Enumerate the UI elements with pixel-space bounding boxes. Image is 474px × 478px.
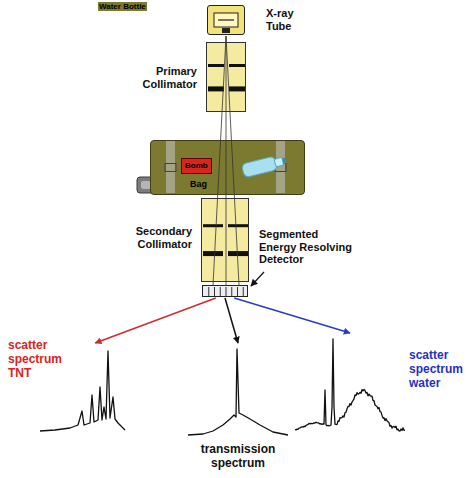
part-label: Water Bottle <box>98 2 147 11</box>
bag: Bag Bomb <box>150 140 305 195</box>
part-illustration <box>151 141 306 196</box>
bottle-cap <box>282 157 286 164</box>
component-label: scatter spectrum TNT <box>8 339 68 380</box>
component-label: Secondary Collimator <box>117 225 192 250</box>
beam-line <box>226 36 227 285</box>
part-illustration <box>188 345 288 440</box>
bottle-body <box>241 156 277 178</box>
strap-buckle <box>165 164 176 172</box>
bag-strap <box>166 141 175 193</box>
component-label: X-ray Tube <box>266 7 308 32</box>
detector-segment <box>208 287 209 296</box>
collimator-bar <box>229 64 245 67</box>
component-label: scatter spectrum water <box>409 349 469 390</box>
component-label: Segmented Energy Resolving Detector <box>259 228 355 266</box>
part-illustration <box>295 335 405 435</box>
collimator-bar <box>203 251 223 256</box>
collimator-bar <box>228 251 248 256</box>
detector-segment <box>220 287 221 296</box>
x-ray-tube: X-ray Tube <box>207 5 245 35</box>
connector-arrow <box>234 298 350 333</box>
component-label: Primary Collimator <box>122 65 197 90</box>
component-label: transmission spectrum <box>188 443 288 471</box>
detector-segment <box>237 287 238 296</box>
beam-line <box>226 36 239 285</box>
collimator-bar <box>208 64 224 67</box>
tube-filament <box>218 19 234 20</box>
part-illustration <box>208 6 246 36</box>
collimator-bar <box>203 224 223 227</box>
detector: Segmented Energy Resolving Detector <box>202 285 248 297</box>
detector-segment <box>243 287 244 296</box>
part-illustration <box>203 286 249 298</box>
spectrum-plot: scatter spectrum water <box>295 335 405 435</box>
detector-segment <box>214 287 215 296</box>
spectrum-plot: scatter spectrum TNT <box>40 345 125 435</box>
spectrum-curve <box>295 339 405 431</box>
beam-line <box>213 36 226 285</box>
spectrum-curve <box>188 349 288 435</box>
component-label: Bag <box>189 179 208 189</box>
tube-port <box>222 28 230 33</box>
bomb-box: Bomb <box>181 158 212 174</box>
detector-segment <box>231 287 232 296</box>
collimator-bar <box>208 86 224 91</box>
collimator-bar <box>229 86 245 91</box>
tube-window <box>214 13 238 27</box>
connector-arrow <box>225 298 238 343</box>
component-label: Bomb <box>182 159 211 172</box>
collimator: Secondary Collimator <box>201 198 249 282</box>
leader-line <box>251 272 264 286</box>
connector-arrow <box>95 298 216 343</box>
detector-segment <box>226 287 227 296</box>
spectrum-plot: transmission spectrum <box>188 345 288 440</box>
water-bottle <box>241 154 287 178</box>
collimator-bar <box>228 224 248 227</box>
